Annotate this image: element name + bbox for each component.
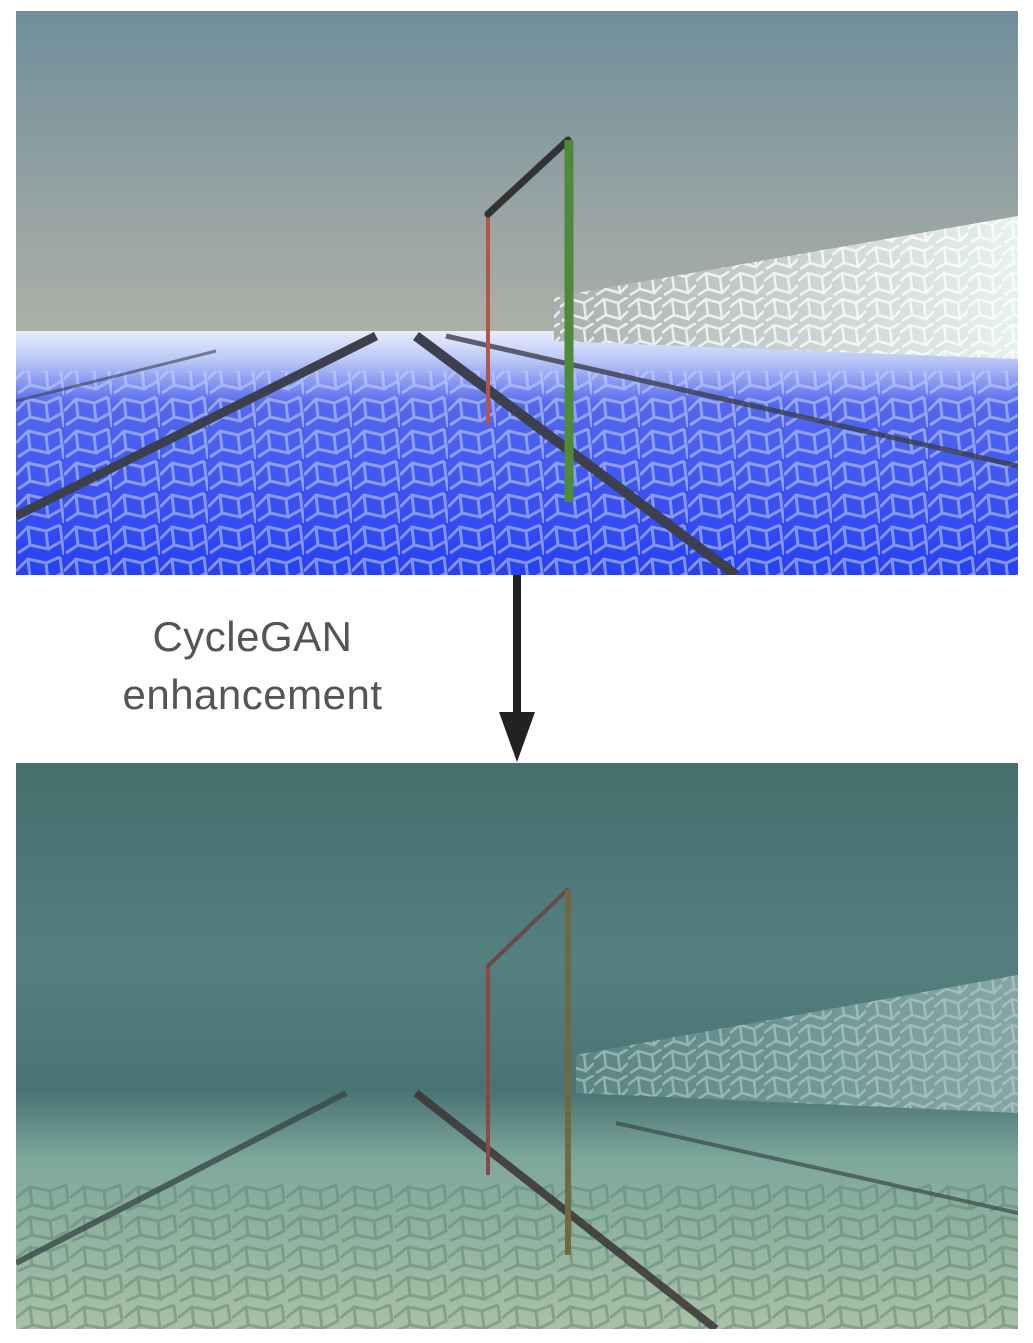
simulated-render-image [16, 11, 1018, 575]
caption-line-2: enhancement [122, 671, 383, 718]
caption-line-1: CycleGAN [152, 613, 353, 660]
simulated-scene-svg [16, 11, 1018, 575]
enhanced-scene-svg [16, 763, 1018, 1329]
enhanced-gate-top-bar [486, 888, 569, 968]
down-arrow-icon [499, 575, 535, 762]
enhanced-render-image [16, 763, 1018, 1329]
gate-top-bar [484, 136, 572, 218]
